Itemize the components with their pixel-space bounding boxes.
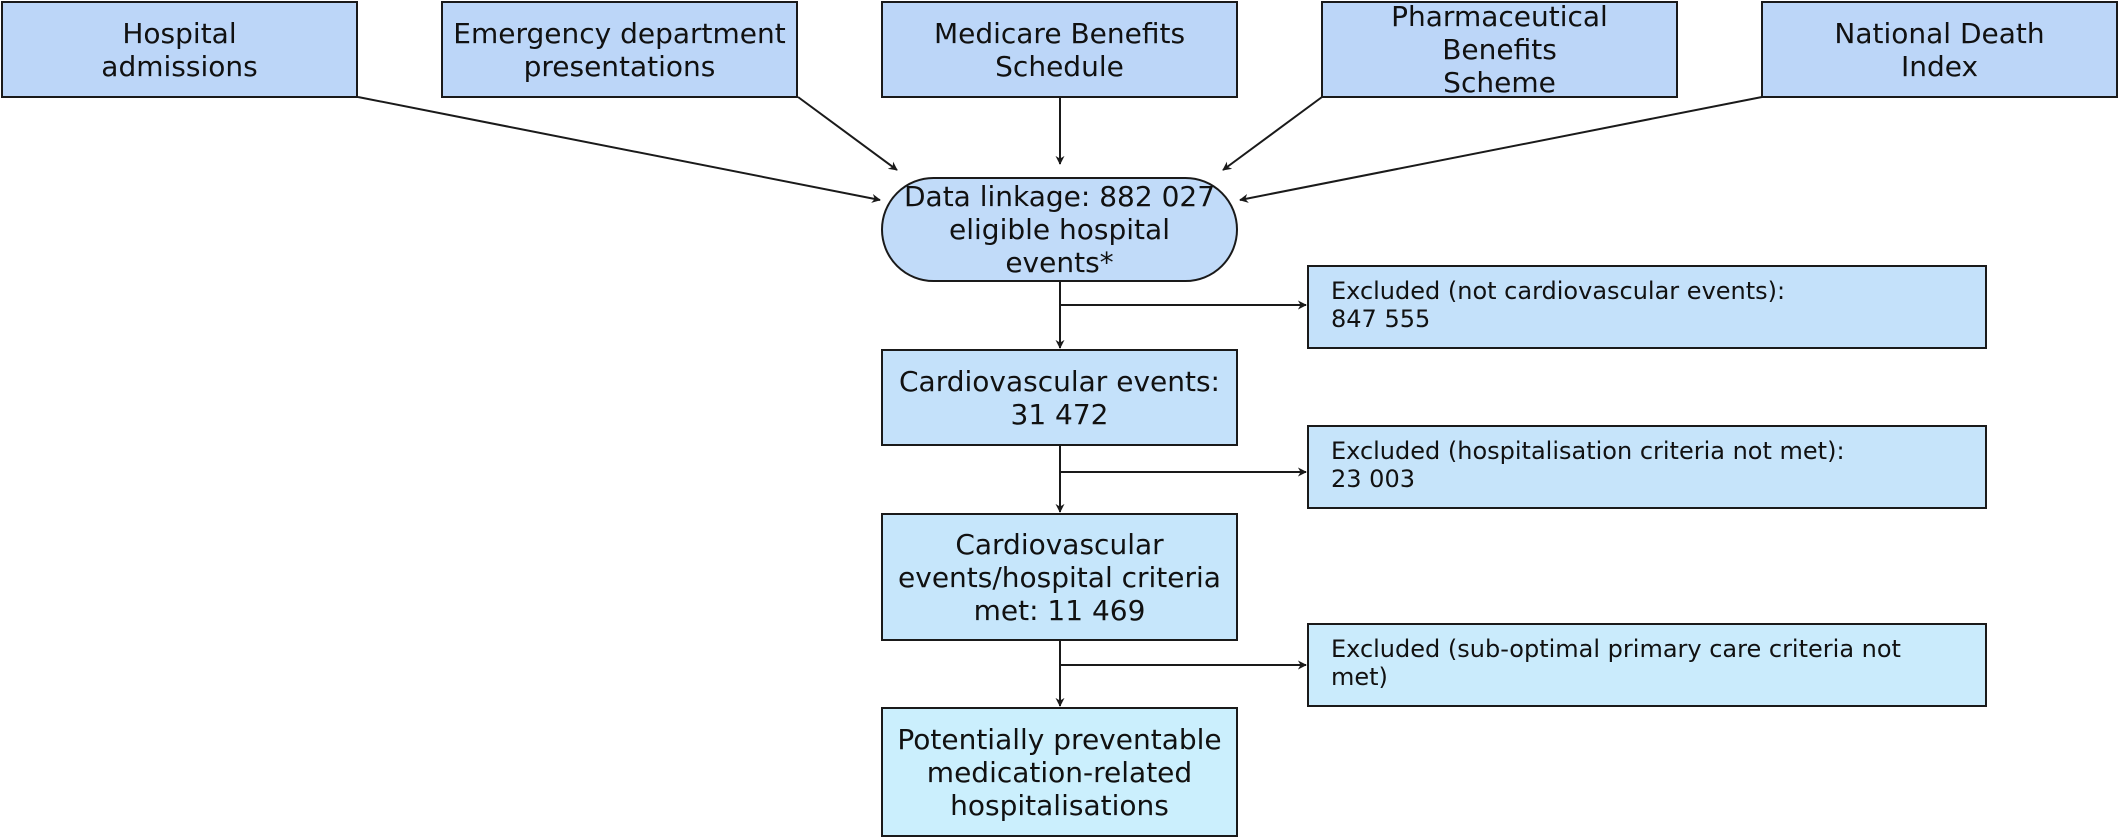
excluded-not-cardiovascular-label: Excluded (not cardiovascular events): 84… (1331, 277, 1786, 333)
arrow-ed-to-linkage (797, 96, 898, 171)
excluded-primary-care-label: Excluded (sub-optimal primary care crite… (1331, 635, 1901, 691)
source-label: Hospital admissions (101, 16, 258, 83)
source-label: Emergency department presentations (453, 16, 786, 83)
data-linkage-label: Data linkage: 882 027 eligible hospital … (903, 180, 1216, 279)
source-medicare-benefits: Medicare Benefits Schedule (881, 1, 1238, 98)
preventable-hospitalisations-label: Potentially preventable medication-relat… (897, 722, 1222, 822)
criteria-met-label: Cardiovascular events/hospital criteria … (898, 527, 1221, 627)
source-pharmaceutical-benefits: Pharmaceutical Benefits Scheme (1321, 0, 1678, 99)
source-hospital-admissions: Hospital admissions (1, 1, 358, 98)
arrow-hospital-to-linkage (357, 96, 881, 203)
excluded-hospitalisation-label: Excluded (hospitalisation criteria not m… (1331, 437, 1845, 493)
excluded-primary-care-box: Excluded (sub-optimal primary care crite… (1307, 623, 1987, 707)
preventable-hospitalisations-box: Potentially preventable medication-relat… (881, 707, 1238, 837)
excluded-not-cardiovascular-box: Excluded (not cardiovascular events): 84… (1307, 265, 1987, 349)
source-label: Pharmaceutical Benefits Scheme (1391, 0, 1608, 99)
arrow-pbs-to-linkage (1222, 96, 1323, 171)
source-emergency-department: Emergency department presentations (441, 1, 798, 98)
arrow-ndi-to-linkage (1239, 96, 1763, 203)
source-label: Medicare Benefits Schedule (933, 16, 1186, 83)
criteria-met-box: Cardiovascular events/hospital criteria … (881, 513, 1238, 641)
source-national-death-index: National Death Index (1761, 1, 2118, 98)
cardiovascular-events-label: Cardiovascular events: 31 472 (899, 364, 1220, 431)
data-linkage-node: Data linkage: 882 027 eligible hospital … (881, 177, 1238, 282)
excluded-hospitalisation-box: Excluded (hospitalisation criteria not m… (1307, 425, 1987, 509)
source-label: National Death Index (1834, 16, 2045, 83)
cardiovascular-events-box: Cardiovascular events: 31 472 (881, 349, 1238, 446)
